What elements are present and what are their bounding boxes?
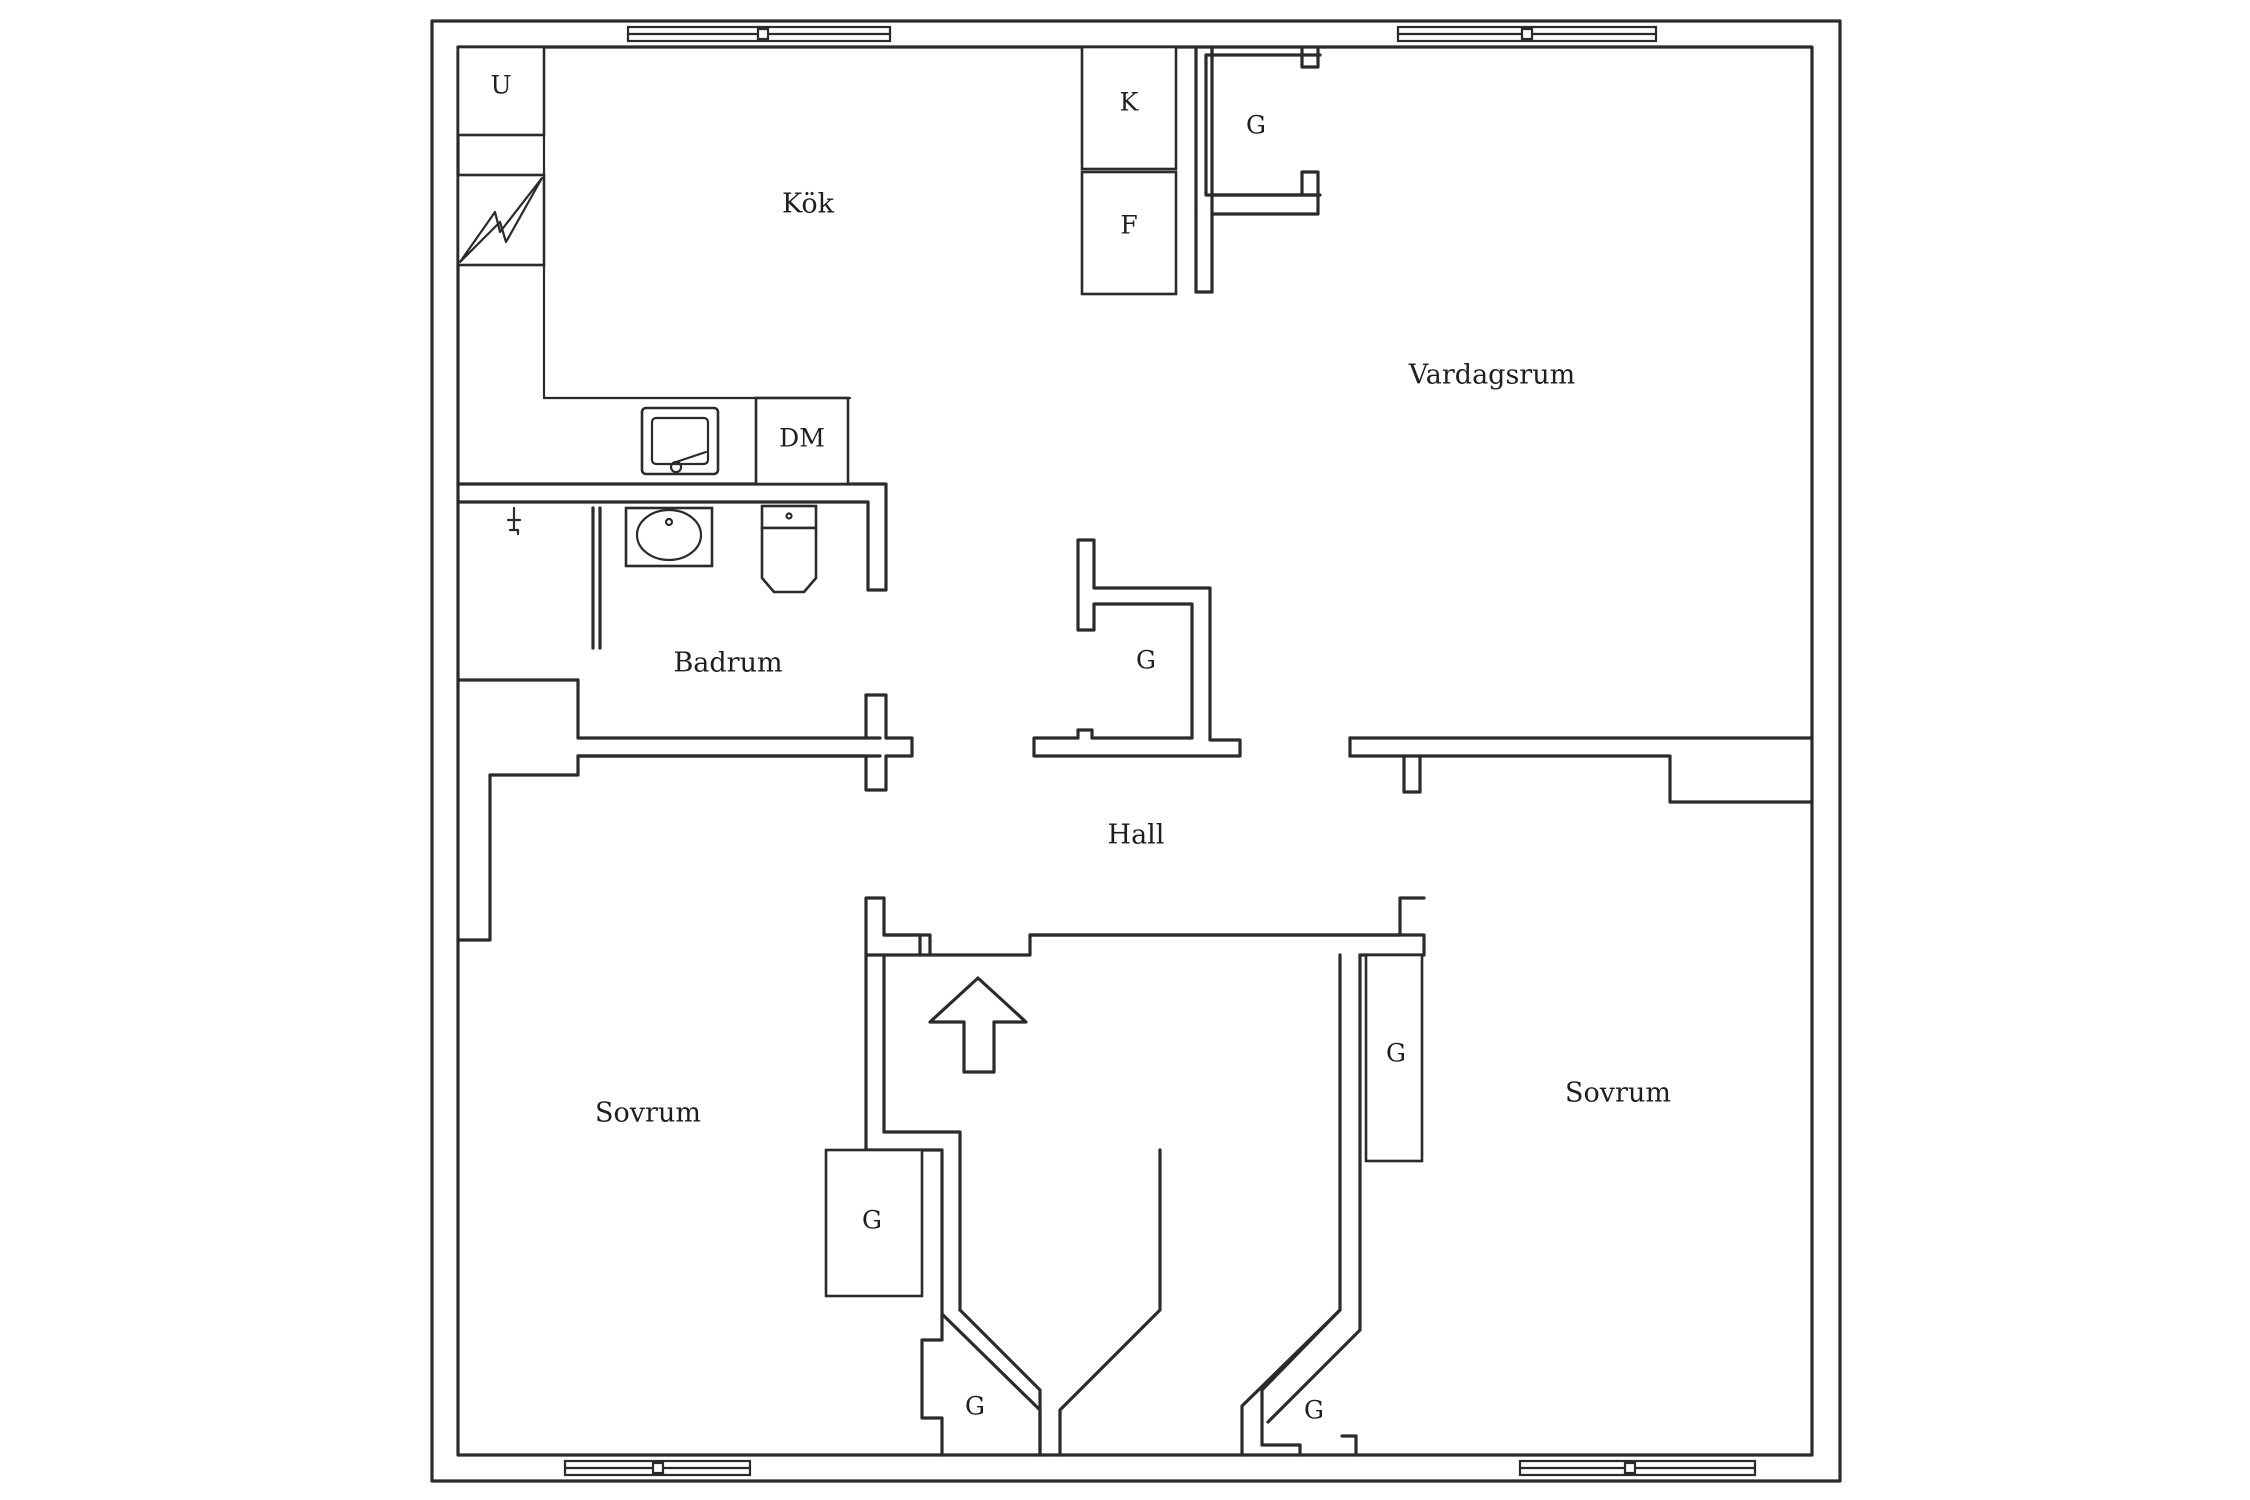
arrow-up-icon [928,976,1028,1074]
label-g-left-bedroom: G [862,1206,882,1235]
windows [563,25,1757,1477]
label-g-right-bedroom: G [1386,1039,1406,1068]
closet-g-kitchen: G [1204,53,1322,197]
label-k: K [1120,88,1140,117]
room-label-badrum: Badrum [673,648,782,679]
fixture-k: K [1080,45,1178,171]
room-label-hall: Hall [1108,820,1165,851]
window-top-left [626,25,892,43]
label-dm: DM [779,424,825,453]
fixture-f: F [1080,170,1178,296]
washbasin [624,506,714,568]
label-u: U [490,71,511,100]
fixture-dm: DM [754,396,850,486]
entrance [928,976,1028,1074]
label-f: F [1120,211,1137,240]
fixture-u: U [456,45,546,137]
window-top-right [1396,25,1658,43]
stove-zigzag-icon [458,176,544,264]
interior-walls [456,45,1814,1457]
room-label-kok: Kök [782,189,835,220]
tap-icon [506,506,522,536]
label-g-corner-right: G [1304,1396,1324,1425]
label-g-hall: G [1136,646,1156,675]
sink [640,406,720,476]
tap [506,506,522,536]
toilet-icon [760,526,818,594]
window-bottom-right [1518,1459,1757,1477]
closet-g-right-bedroom: G [1364,953,1424,1163]
sink-icon [669,450,708,474]
toilet [760,504,818,594]
label-g-kitchen: G [1246,111,1266,140]
room-label-vardagsrum: Vardagsrum [1408,360,1575,391]
stove [456,133,852,400]
closet-g-left-bedroom: G [824,1148,924,1298]
room-label-sovrum-right: Sovrum [1565,1078,1671,1109]
label-g-corner-left: G [965,1392,985,1421]
window-bottom-left [563,1459,752,1477]
washbasin-icon [635,508,703,562]
room-label-sovrum-left: Sovrum [595,1098,701,1129]
room-labels: Kök Vardagsrum Badrum Hall Sovrum Sovrum… [595,189,1671,1425]
